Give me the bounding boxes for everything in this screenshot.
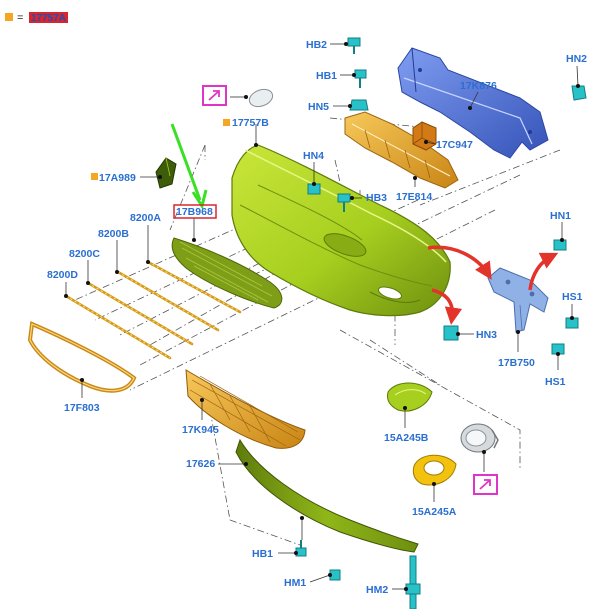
green-pointer-arrow [170,123,208,210]
label-17e814[interactable]: 17E814 [396,191,432,203]
label-17a989[interactable]: 17A989 [99,172,136,184]
legend-equals: = [17,12,23,24]
fog-lamp-icon[interactable] [460,423,499,453]
trim-strip-8200b[interactable] [116,270,220,332]
label-hs1-low[interactable]: HS1 [545,376,566,388]
label-8200a[interactable]: 8200A [130,212,161,224]
fastener-hb1-top[interactable] [354,69,367,88]
arrow-callout-icon[interactable] [202,85,227,106]
label-hb3[interactable]: HB3 [366,192,387,204]
arrow-callout-icon[interactable] [473,474,498,495]
label-17k876[interactable]: 17K876 [460,80,497,92]
grille-17b968[interactable] [171,237,283,309]
part-labels: HB2 HN2 HB1 17K876 HN5 17757B 17C947 HN4… [47,39,587,596]
red-arrow-hn1 [528,252,559,291]
trim-strip-8200d[interactable] [64,294,172,360]
label-17f803[interactable]: 17F803 [64,402,100,414]
fastener-hm2[interactable] [405,555,421,609]
marker-17a989 [91,173,98,180]
label-hn3[interactable]: HN3 [476,329,497,341]
leader-lines [64,42,580,591]
grille-surround-17f803[interactable] [27,321,137,393]
fog-bezel-15a245b[interactable] [387,382,433,412]
label-15a245b[interactable]: 15A245B [384,432,429,444]
trim-strip-8200a[interactable] [146,260,242,314]
label-17626[interactable]: 17626 [186,458,215,470]
label-hs1-right[interactable]: HS1 [562,291,583,303]
side-bracket-17b750[interactable] [487,267,549,333]
red-arrow-hn3 [431,288,463,325]
trim-strip-8200c[interactable] [86,281,194,346]
label-hm2[interactable]: HM2 [366,584,388,596]
label-hn5[interactable]: HN5 [308,101,329,113]
label-17k945[interactable]: 17K945 [182,424,219,436]
fastener-hn5[interactable] [349,99,369,111]
legend-code: 17757A [31,13,66,24]
energy-absorber-17e814[interactable] [344,111,459,189]
bracket-17c947[interactable] [412,121,437,151]
label-17b968[interactable]: 17B968 [176,206,213,218]
label-17b750[interactable]: 17B750 [498,357,535,369]
label-8200b[interactable]: 8200B [98,228,129,240]
lower-grille-17k945[interactable] [185,369,306,449]
fastener-hb3[interactable] [337,193,351,212]
label-17c947[interactable]: 17C947 [436,139,473,151]
label-hn2[interactable]: HN2 [566,53,587,65]
label-hn1[interactable]: HN1 [550,210,571,222]
fastener-hn3[interactable] [443,325,459,341]
fastener-hb2[interactable] [347,37,361,54]
label-15a245a[interactable]: 15A245A [412,506,457,518]
bumper-reinforcement-17k876[interactable] [397,47,549,159]
legend-swatch [5,13,13,21]
fog-bezel-15a245a[interactable] [412,454,457,486]
label-8200c[interactable]: 8200C [69,248,100,260]
label-hb1-top[interactable]: HB1 [316,70,337,82]
fastener-hn2[interactable] [571,85,587,101]
lamp-cover-icon[interactable] [247,86,275,109]
legend-code-highlight [29,12,68,23]
lower-valance-17626[interactable] [235,438,419,553]
label-hn4[interactable]: HN4 [303,150,324,162]
label-hm1[interactable]: HM1 [284,577,306,589]
marker-17757b [223,119,230,126]
label-hb2[interactable]: HB2 [306,39,327,51]
bumper-cover[interactable] [231,144,451,317]
fastener-hs1-low[interactable] [551,343,565,355]
red-arrow-bracket [427,245,492,280]
part-17a989[interactable] [155,157,177,189]
highlight-box-17b968 [173,204,217,219]
label-17757b[interactable]: 17757B [232,117,269,129]
label-8200d[interactable]: 8200D [47,269,78,281]
label-hb1-bottom[interactable]: HB1 [252,548,273,560]
fastener-hn1[interactable] [553,239,567,251]
